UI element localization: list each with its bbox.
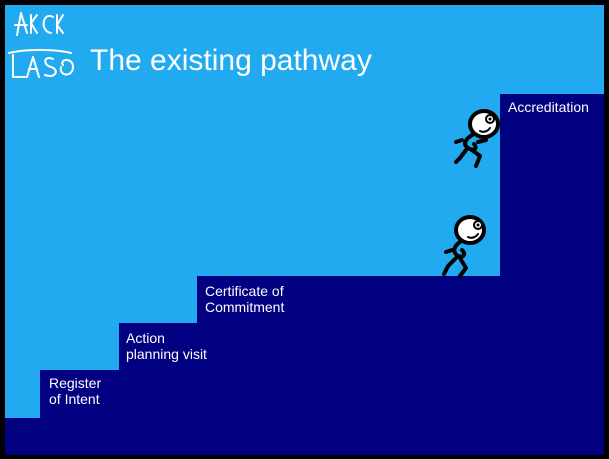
step-action-planning-visit: Action planning visit: [126, 330, 207, 362]
staircase-shape: [5, 94, 604, 455]
step-label-line: Certificate of: [205, 283, 284, 299]
step-label-line: Accreditation: [508, 99, 589, 115]
step-label-line: Register: [49, 375, 102, 391]
step-label-line: planning visit: [126, 346, 207, 362]
stick-figure-walking-icon: [442, 215, 486, 278]
step-accreditation: Accreditation: [508, 99, 589, 115]
step-register-of-intent: Register of Intent: [49, 375, 101, 407]
step-label-line: Action: [126, 330, 165, 346]
step-label-line: Commitment: [205, 299, 285, 315]
hand-drawn-logo-icon: [8, 12, 74, 78]
page-title: The existing pathway: [90, 44, 372, 77]
stick-figure-climbing-icon: [454, 109, 500, 168]
step-certificate-of-commitment: Certificate of Commitment: [205, 283, 284, 315]
step-label-line: of Intent: [49, 391, 100, 407]
